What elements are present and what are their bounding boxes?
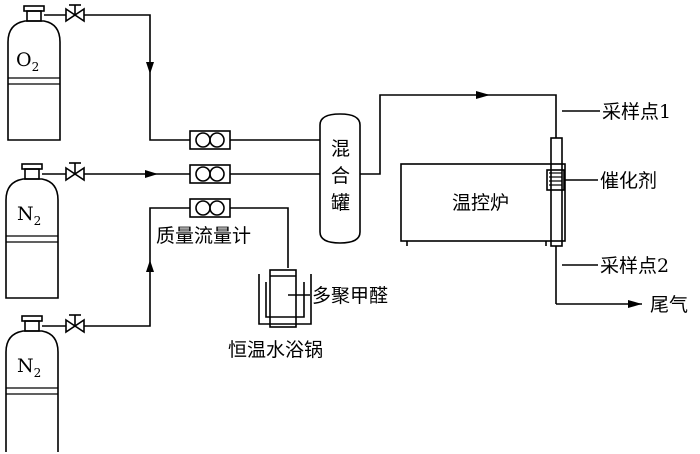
- n2-pipeline-2: [84, 207, 289, 327]
- mixing-tank-label-3: 罐: [331, 192, 350, 214]
- water-bath-label: 恒温水浴锅: [228, 339, 323, 361]
- tail-gas-label: 尾气: [650, 294, 688, 316]
- reactor-tube: [546, 137, 642, 308]
- n2-valve-1: [65, 162, 85, 182]
- o2-pipeline: [84, 14, 320, 141]
- water-bath: [258, 269, 312, 328]
- mass-flow-meter-2: [189, 164, 231, 184]
- mixing-tank-label-1: 混: [331, 138, 350, 160]
- n2-label-2: N2: [17, 355, 41, 380]
- paraformaldehyde-label: 多聚甲醛: [312, 285, 388, 307]
- mass-flow-meter-3: [189, 198, 231, 218]
- o2-label: O2: [16, 49, 39, 74]
- mass-flow-meter-label: 质量流量计: [156, 225, 251, 247]
- mixer-outlet-pipe: [360, 91, 557, 175]
- n2-pipeline-1: [84, 170, 320, 178]
- temperature-controlled-furnace: 温控炉: [400, 163, 566, 246]
- mixing-tank-label-2: 合: [331, 165, 350, 187]
- catalyst-label: 催化剂: [600, 170, 657, 192]
- n2-cylinder-2: N2: [5, 315, 66, 452]
- sample-point-2-label: 采样点2: [600, 255, 669, 277]
- n2-label-1: N2: [17, 203, 41, 228]
- sample-point-1-label: 采样点1: [602, 101, 671, 123]
- furnace-label: 温控炉: [452, 192, 509, 214]
- o2-valve: [65, 4, 85, 23]
- n2-valve-2: [65, 314, 85, 334]
- o2-cylinder: O2: [7, 5, 66, 141]
- mixing-tank: 混 合 罐: [319, 113, 361, 244]
- mass-flow-meter-1: [189, 130, 231, 150]
- n2-cylinder-1: N2: [5, 163, 66, 299]
